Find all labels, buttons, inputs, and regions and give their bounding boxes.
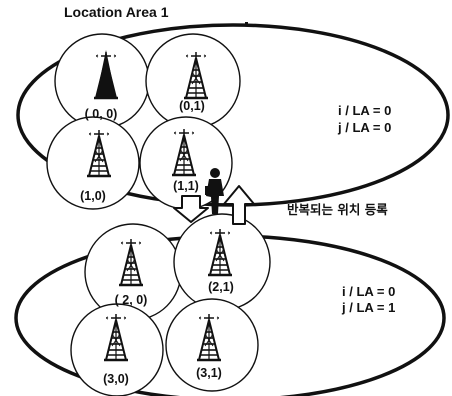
cell-label: (0,1): [179, 99, 205, 113]
arrow-up-icon: [223, 185, 255, 225]
area-1-j-label: j / LA = 0: [337, 120, 391, 135]
area-2-i-label: i / LA = 0: [342, 284, 395, 299]
arrow-down-icon: [173, 195, 209, 223]
cell-label: (2,1): [208, 280, 234, 294]
cell-label: (1,1): [173, 179, 199, 193]
cell-label: (3,0): [103, 372, 129, 386]
person-icon: [205, 168, 224, 214]
area-1-i-label: i / LA = 0: [338, 103, 391, 118]
cell-label: (1,0): [80, 189, 106, 203]
repeated-registration-label: 반복되는 위치 등록: [287, 202, 388, 217]
area-2-j-label: j / LA = 1: [341, 300, 395, 315]
cell-tower-icon: [92, 50, 120, 100]
cell-label: ( 2, 0): [115, 293, 148, 307]
cell-label: (3,1): [196, 366, 222, 380]
location-area-title: Location Area 1: [64, 4, 169, 20]
cell-label: ( 0, 0): [85, 107, 118, 121]
